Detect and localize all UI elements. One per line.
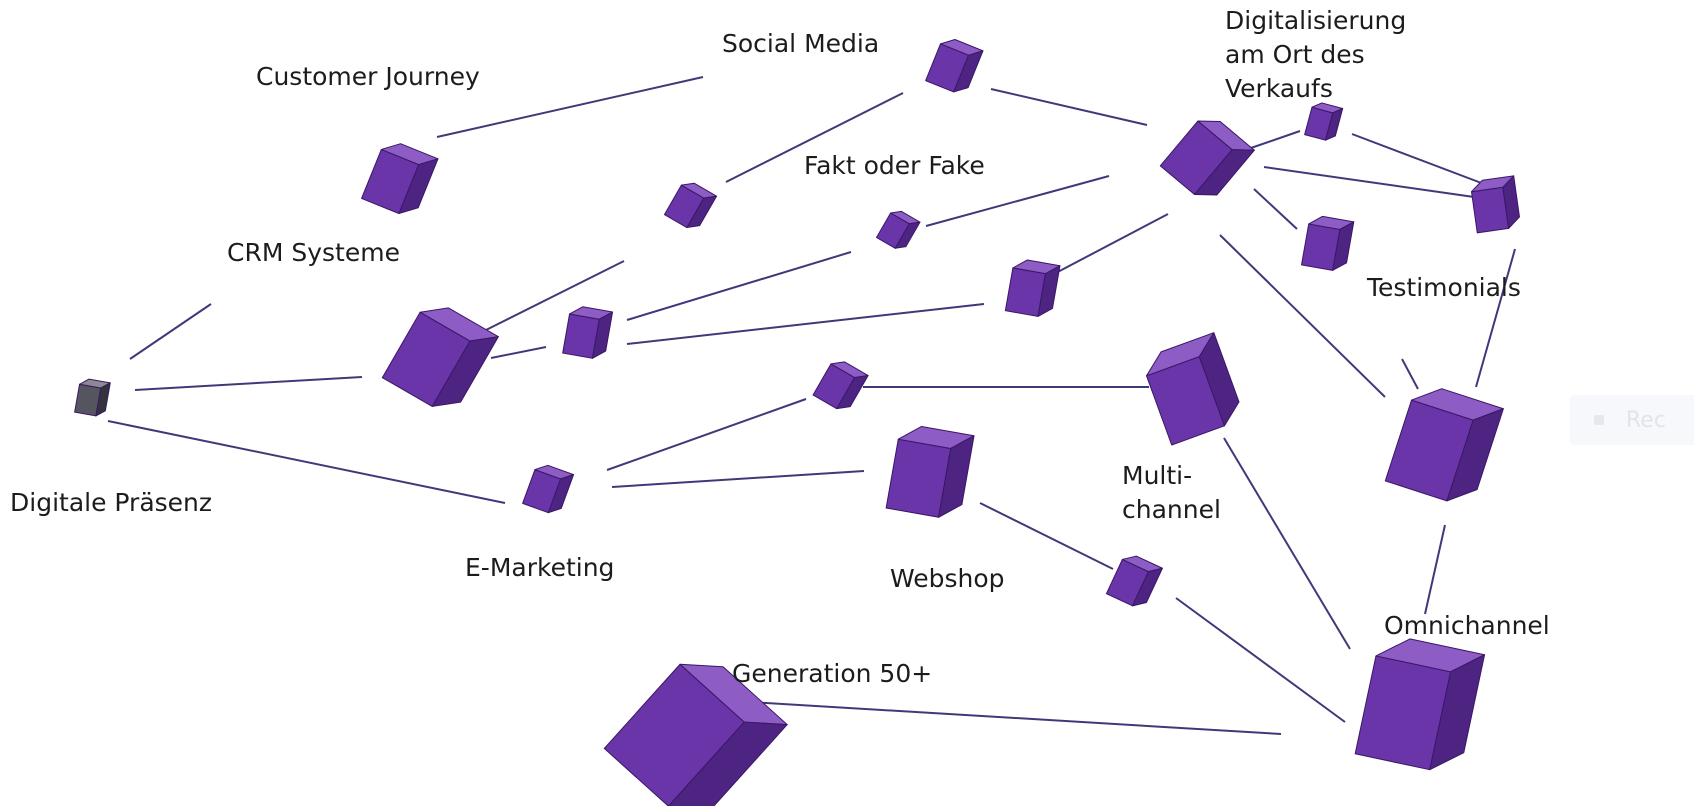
connector-line	[606, 398, 807, 471]
connector-line	[1247, 130, 1301, 150]
label-digitalisierung-line-3: Verkaufs	[1225, 74, 1333, 103]
connector-line	[134, 376, 363, 391]
cube-testimonials-right	[1470, 175, 1520, 234]
connector-line	[1263, 166, 1475, 198]
connector-line	[1424, 524, 1446, 615]
connector-line	[1253, 188, 1298, 230]
label-multichannel: Multi- channel	[1122, 459, 1221, 527]
connector-line	[1475, 248, 1516, 388]
cube-social-media-link	[663, 182, 718, 229]
connector-line	[990, 88, 1148, 126]
label-fakt-oder-fake: Fakt oder Fake	[804, 151, 985, 180]
faded-overlay-button-label: Rec	[1626, 407, 1666, 433]
connector-line	[490, 346, 547, 359]
connector-line	[725, 92, 904, 183]
label-digitalisierung-am-ort-des-verkaufs: Digitalisierung am Ort des Verkaufs	[1225, 4, 1406, 106]
label-multichannel-line-2: channel	[1122, 495, 1221, 524]
label-multichannel-line-1: Multi-	[1122, 461, 1193, 490]
cube-digitalisierung-small	[1304, 102, 1344, 141]
label-digitalisierung-line-2: am Ort des	[1225, 40, 1365, 69]
edges	[107, 76, 1516, 735]
connector-line	[732, 700, 1282, 735]
label-webshop: Webshop	[890, 564, 1005, 593]
label-omnichannel: Omnichannel	[1384, 611, 1550, 640]
label-social-media: Social Media	[722, 29, 880, 58]
cube-webshop-link	[1105, 555, 1163, 607]
label-testimonials: Testimonials	[1367, 273, 1521, 302]
label-customer-journey: Customer Journey	[256, 62, 480, 91]
label-generation-50: Generation 50+	[732, 659, 933, 688]
label-crm-systeme: CRM Systeme	[227, 238, 400, 267]
connector-line	[1051, 213, 1169, 276]
cube-fakt-oder-fake-link	[1004, 259, 1061, 317]
cube-customer-journey	[361, 143, 439, 215]
connector-line	[979, 502, 1114, 570]
connector-line	[611, 470, 865, 488]
square-icon	[1594, 415, 1604, 425]
cube-generation-50	[603, 663, 788, 806]
cube-social-media	[925, 39, 984, 93]
label-e-marketing: E-Marketing	[465, 553, 615, 582]
nodes	[74, 39, 1520, 806]
connector-line	[1175, 597, 1346, 723]
cube-omnichannel	[1354, 638, 1486, 771]
connector-line	[129, 303, 212, 360]
label-digitale-praesenz: Digitale Präsenz	[10, 488, 213, 517]
cube-webshop	[885, 425, 975, 518]
connector-line	[436, 76, 704, 138]
connector-line	[1401, 358, 1419, 390]
connector-line	[1351, 133, 1485, 185]
cube-fakt-oder-fake	[876, 210, 921, 249]
connector-line	[477, 260, 625, 335]
cube-testimonials	[1301, 215, 1355, 271]
faded-overlay-button[interactable]: Rec	[1570, 395, 1694, 445]
cube-multichannel	[1146, 332, 1240, 446]
connector-line	[626, 303, 985, 345]
cube-omnichannel-upper	[1384, 388, 1504, 502]
cube-crm-systeme	[381, 307, 499, 407]
connector-line	[626, 251, 852, 321]
connector-line	[107, 420, 506, 504]
cube-digitalisierung	[1159, 120, 1255, 196]
connector-line	[925, 175, 1110, 227]
cube-e-marketing	[522, 464, 575, 514]
connector-line	[1223, 437, 1351, 650]
label-digitalisierung-line-1: Digitalisierung	[1225, 6, 1407, 35]
cube-e-marketing-link	[812, 361, 869, 410]
connector-line	[1219, 234, 1386, 398]
cube-digitale-praesenz	[74, 378, 111, 417]
cube-crm-link	[562, 306, 614, 359]
